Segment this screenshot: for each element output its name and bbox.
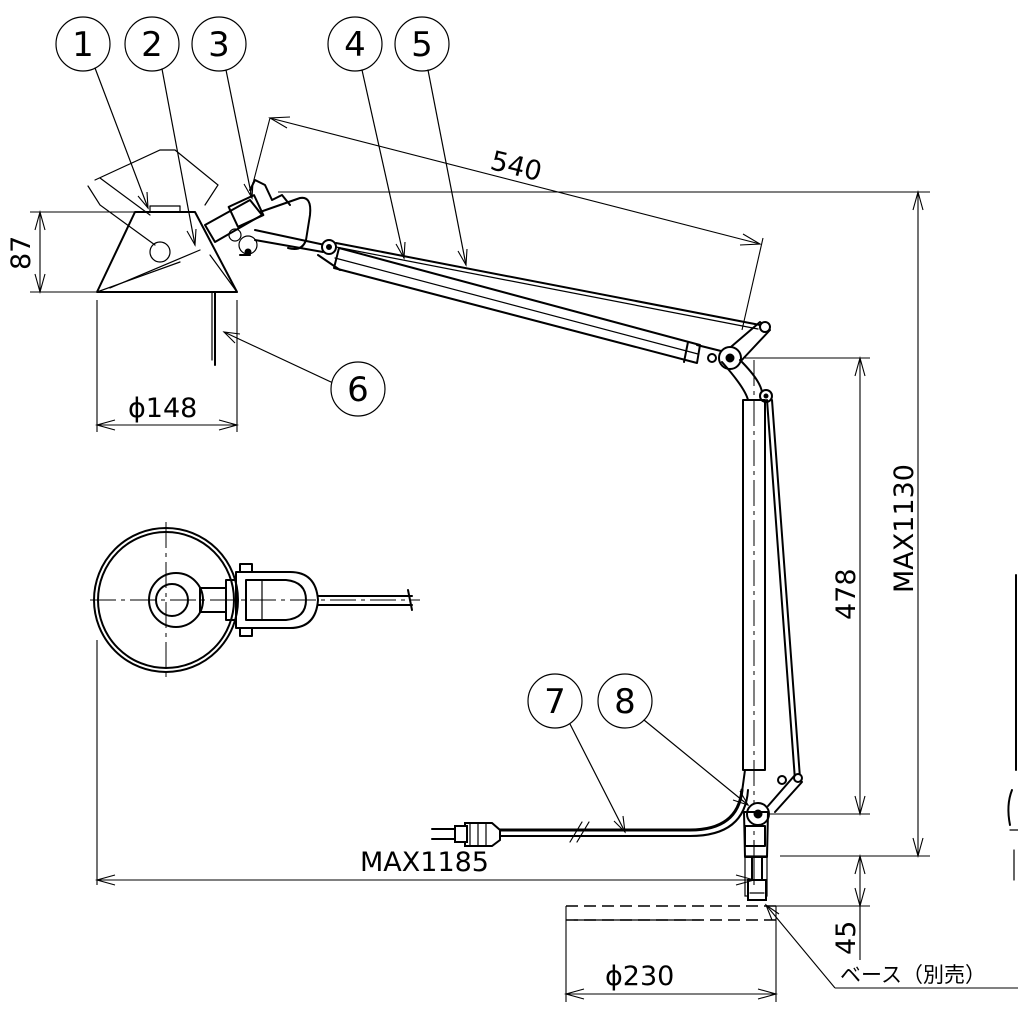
base-note-text: ベース（別売）: [840, 963, 986, 987]
dimension-lower-arm: 478: [745, 355, 870, 817]
power-cord: [431, 788, 749, 847]
balloon-4-text: 4: [344, 25, 366, 65]
lamp-shade-side-view: [87, 149, 326, 366]
dim-phi230: ϕ230: [605, 961, 674, 992]
balloon-1: 1: [55, 16, 149, 210]
dim-phi148: ϕ148: [128, 393, 197, 424]
dimension-total-height: MAX1130: [278, 189, 930, 859]
balloon-5: 5: [394, 16, 468, 267]
balloon-5-text: 5: [411, 25, 433, 65]
balloon-8-text: 8: [614, 682, 636, 722]
base-note: ベース（別売）: [764, 903, 1018, 989]
balloon-1-text: 1: [72, 25, 94, 65]
dim-478: 478: [831, 568, 862, 620]
balloon-2-text: 2: [141, 25, 163, 65]
dim-45: 45: [831, 921, 862, 955]
balloon-6-text: 6: [347, 370, 369, 410]
partial-side-view: [1007, 574, 1018, 881]
balloon-6: 6: [222, 331, 386, 417]
lamp-top-view: [90, 522, 420, 678]
balloon-8: 8: [597, 673, 750, 806]
upper-arm: [317, 239, 771, 370]
dimension-arm-length: 540: [249, 116, 764, 331]
lamp-base: [566, 811, 776, 921]
balloon-2: 2: [124, 16, 197, 247]
dimension-shade-height: 87: [6, 209, 135, 295]
dim-87: 87: [6, 236, 37, 270]
dimension-total-reach: MAX1185: [94, 640, 757, 886]
dim-540: 540: [487, 145, 545, 188]
balloon-7: 7: [527, 673, 626, 834]
balloon-3-text: 3: [208, 25, 230, 65]
dimension-base-diameter: ϕ230: [563, 906, 779, 1002]
dimension-base-height: 45: [768, 853, 870, 960]
dimension-shade-diameter: ϕ148: [94, 300, 240, 432]
balloon-7-text: 7: [544, 682, 566, 722]
dim-max1130: MAX1130: [889, 464, 920, 593]
dim-max1185: MAX1185: [360, 847, 489, 878]
balloon-3: 3: [191, 16, 254, 200]
balloon-4: 4: [327, 16, 406, 260]
lower-arm: [721, 359, 803, 847]
